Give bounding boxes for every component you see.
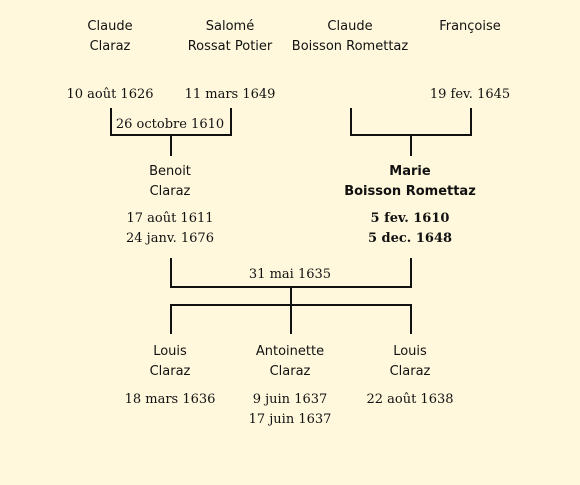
person-last-name: Boisson Romettaz bbox=[344, 184, 476, 199]
connector-line bbox=[170, 134, 172, 156]
person-last-name: Claraz bbox=[389, 364, 431, 379]
person-last-name: Claraz bbox=[269, 364, 311, 379]
connector-line bbox=[230, 108, 232, 136]
date-francoise-death: 19 fev. 1645 bbox=[429, 87, 511, 102]
connector-line bbox=[290, 304, 292, 334]
person-last-name: Claraz bbox=[149, 184, 191, 199]
person-last-name: Claraz bbox=[89, 39, 131, 54]
connector-line bbox=[410, 258, 412, 288]
marriage-date-parents: 31 mai 1635 bbox=[248, 267, 332, 282]
person-last-name: Boisson Romettaz bbox=[291, 39, 409, 54]
person-first-name: Claude bbox=[87, 19, 133, 34]
person-first-name: Antoinette bbox=[255, 344, 325, 359]
grandparent-francoise: Françoise bbox=[390, 17, 550, 37]
birth-date: 9 juin 1637 bbox=[252, 392, 328, 407]
connector-line bbox=[110, 108, 112, 136]
parent-benoit-dates: 17 août 1611 24 janv. 1676 bbox=[90, 209, 250, 249]
grandparent-claude-boisson: Claude Boisson Romettaz bbox=[270, 17, 430, 57]
child-louis-1-dates: 18 mars 1636 bbox=[90, 390, 250, 410]
person-first-name: Louis bbox=[153, 344, 187, 359]
connector-line bbox=[410, 134, 412, 156]
date-claude-claraz-death: 10 août 1626 bbox=[66, 87, 154, 102]
marriage-date-paternal: 26 octobre 1610 bbox=[115, 117, 225, 132]
parent-benoit: Benoit Claraz bbox=[90, 162, 250, 202]
person-first-name: Salomé bbox=[205, 19, 255, 34]
person-first-name: Louis bbox=[393, 344, 427, 359]
connector-line bbox=[410, 304, 412, 334]
parent-marie-dates: 5 fev. 1610 5 dec. 1648 bbox=[330, 209, 490, 249]
birth-date: 5 fev. 1610 bbox=[370, 211, 450, 226]
connector-line bbox=[170, 304, 172, 334]
child-louis-2: Louis Claraz bbox=[330, 342, 490, 382]
connector-line bbox=[290, 286, 292, 306]
connector-line bbox=[470, 108, 472, 136]
grandparent-claude-claraz: Claude Claraz bbox=[30, 17, 190, 57]
person-first-name: Marie bbox=[389, 164, 431, 179]
person-last-name: Rossat Potier bbox=[187, 39, 273, 54]
person-first-name: Françoise bbox=[439, 19, 501, 34]
connector-line bbox=[350, 108, 352, 136]
child-louis-2-dates: 22 août 1638 bbox=[330, 390, 490, 410]
child-antoinette: Antoinette Claraz bbox=[210, 342, 370, 382]
child-antoinette-dates: 9 juin 1637 17 juin 1637 bbox=[210, 390, 370, 430]
person-last-name: Claraz bbox=[149, 364, 191, 379]
birth-date: 18 mars 1636 bbox=[124, 392, 216, 407]
person-first-name: Benoit bbox=[149, 164, 191, 179]
date-salome-death: 11 mars 1649 bbox=[184, 87, 276, 102]
connector-line bbox=[170, 258, 172, 288]
birth-date: 17 août 1611 bbox=[126, 211, 214, 226]
parent-marie: Marie Boisson Romettaz bbox=[330, 162, 490, 202]
death-date: 5 dec. 1648 bbox=[367, 231, 453, 246]
child-louis-1: Louis Claraz bbox=[90, 342, 250, 382]
grandparent-salome: Salomé Rossat Potier bbox=[150, 17, 310, 57]
person-first-name: Claude bbox=[327, 19, 373, 34]
birth-date: 22 août 1638 bbox=[366, 392, 454, 407]
death-date: 17 juin 1637 bbox=[248, 412, 332, 427]
death-date: 24 janv. 1676 bbox=[126, 231, 214, 246]
